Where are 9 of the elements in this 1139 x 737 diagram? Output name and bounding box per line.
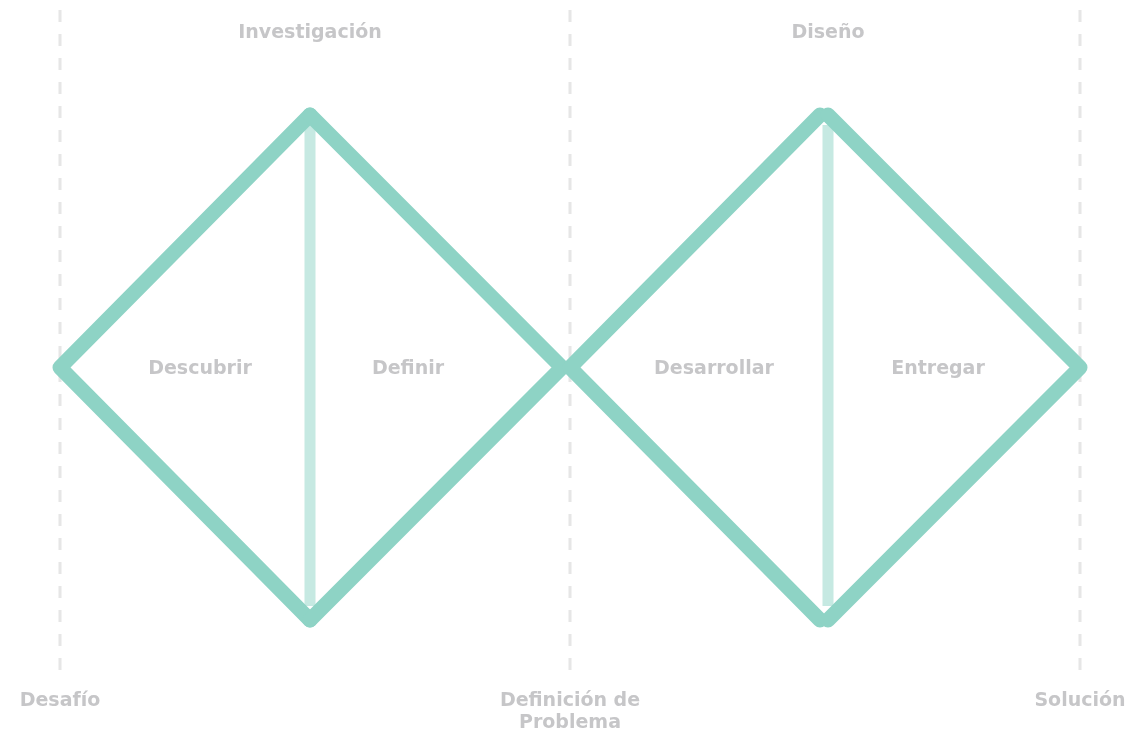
phase-label: Descubrir [147,355,253,378]
phase-label: Desarrollar [653,355,775,378]
milestone-label: Definición de Problema [498,688,642,732]
milestone-label: Desafío [18,688,102,710]
stage-heading: Diseño [790,20,866,42]
phase-label: Entregar [890,355,986,378]
stage-heading: Investigación [237,20,383,42]
milestone-label: Solución [1033,688,1127,710]
phase-label: Definir [370,355,446,378]
